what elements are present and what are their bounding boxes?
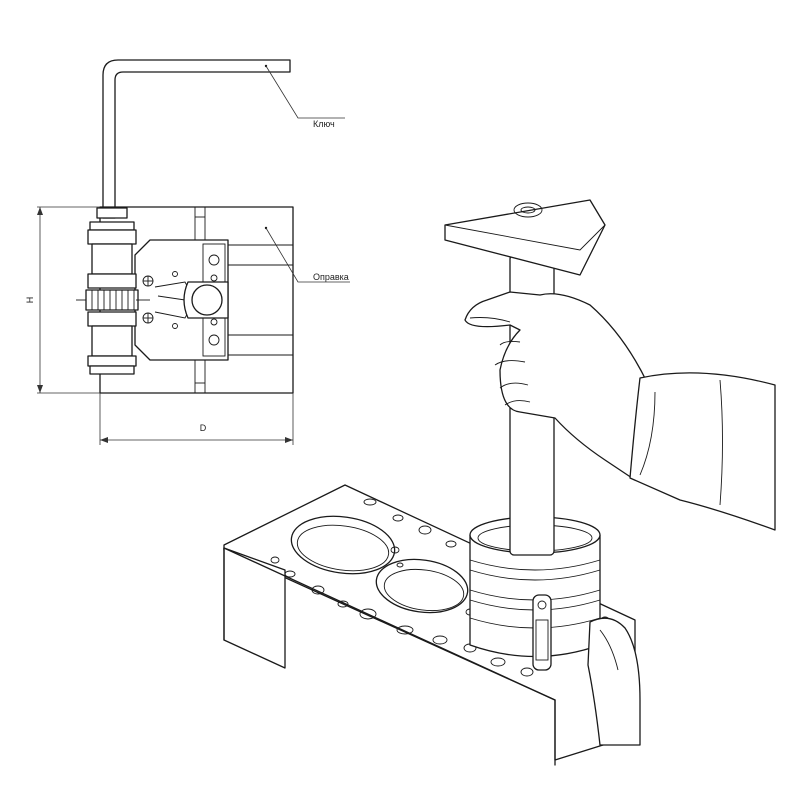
ratchet-plate: [134, 239, 229, 361]
tool-front-view: H D Ключ Оправка: [25, 59, 350, 445]
hammer-head: [444, 199, 606, 276]
label-mandrel: Оправка: [313, 272, 349, 282]
dimension-diameter: D: [99, 393, 294, 445]
shaft-assembly: [76, 207, 150, 375]
label-key: Ключ: [313, 119, 335, 129]
key-wrench: [102, 59, 291, 219]
cylinder-bore-2: [375, 558, 469, 614]
usage-illustration: [223, 199, 776, 766]
diameter-symbol: D: [200, 423, 207, 433]
engine-block: [223, 484, 636, 766]
leader-mandrel: Оправка: [265, 227, 350, 283]
leader-key: Ключ: [265, 65, 345, 129]
hand: [464, 291, 656, 481]
ring-compressor: [469, 516, 601, 671]
cylinder-bore-1: [290, 515, 396, 575]
dimension-height: H: [25, 206, 100, 394]
support-hand: [587, 617, 641, 746]
height-symbol: H: [25, 297, 35, 304]
sleeve: [629, 372, 776, 531]
